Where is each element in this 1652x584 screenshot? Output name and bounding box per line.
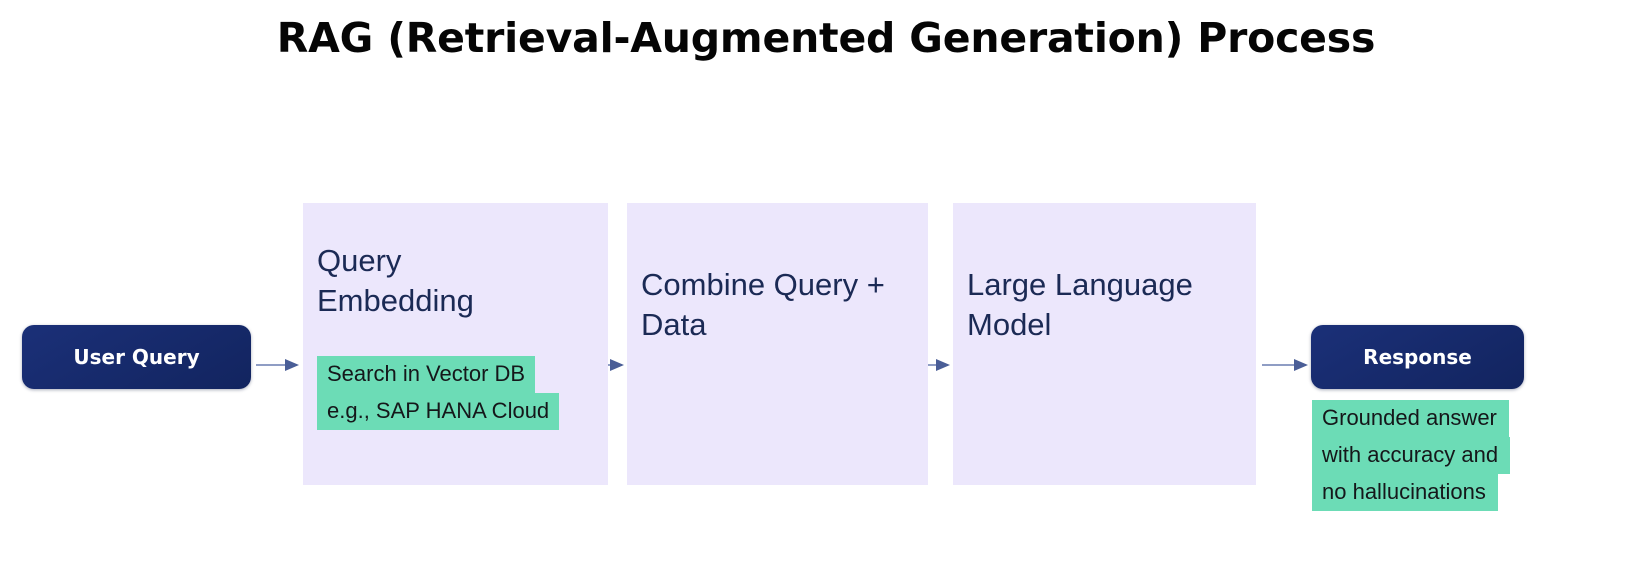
stage-label-line: Embedding bbox=[317, 282, 474, 318]
stage-label-line: Combine Query + bbox=[641, 267, 885, 302]
node-response[interactable]: Response bbox=[1311, 325, 1524, 389]
node-user-query-label: User Query bbox=[73, 345, 200, 369]
stage-label-line: Model bbox=[967, 306, 1052, 342]
annotation-line: Grounded answer bbox=[1312, 400, 1509, 437]
annotation-grounded-answer: Grounded answer with accuracy and no hal… bbox=[1312, 400, 1511, 511]
annotation-vector-db: Search in Vector DB e.g., SAP HANA Cloud bbox=[317, 356, 560, 430]
annotation-line: with accuracy and bbox=[1312, 437, 1511, 474]
stage-label-query-embedding: Query Embedding bbox=[317, 241, 607, 320]
stage-panel-combine-query-data[interactable]: Combine Query + Data bbox=[627, 203, 928, 485]
stage-label-combine-query-data: Combine Query + Data bbox=[641, 265, 941, 344]
annotation-line: e.g., SAP HANA Cloud bbox=[317, 393, 560, 430]
node-user-query[interactable]: User Query bbox=[22, 325, 251, 389]
stage-label-line: Data bbox=[641, 306, 707, 342]
stage-label-line: Query bbox=[317, 243, 402, 278]
stage-label-large-language-model: Large Language Model bbox=[967, 265, 1262, 344]
annotation-line: Search in Vector DB bbox=[317, 356, 536, 393]
page-title: RAG (Retrieval-Augmented Generation) Pro… bbox=[276, 14, 1376, 62]
annotation-line: no hallucinations bbox=[1312, 474, 1498, 511]
node-response-label: Response bbox=[1363, 345, 1472, 369]
stage-panel-large-language-model[interactable]: Large Language Model bbox=[953, 203, 1256, 485]
stage-label-line: Large Language bbox=[967, 267, 1193, 302]
stage-panel-query-embedding[interactable]: Query Embedding bbox=[303, 203, 608, 485]
